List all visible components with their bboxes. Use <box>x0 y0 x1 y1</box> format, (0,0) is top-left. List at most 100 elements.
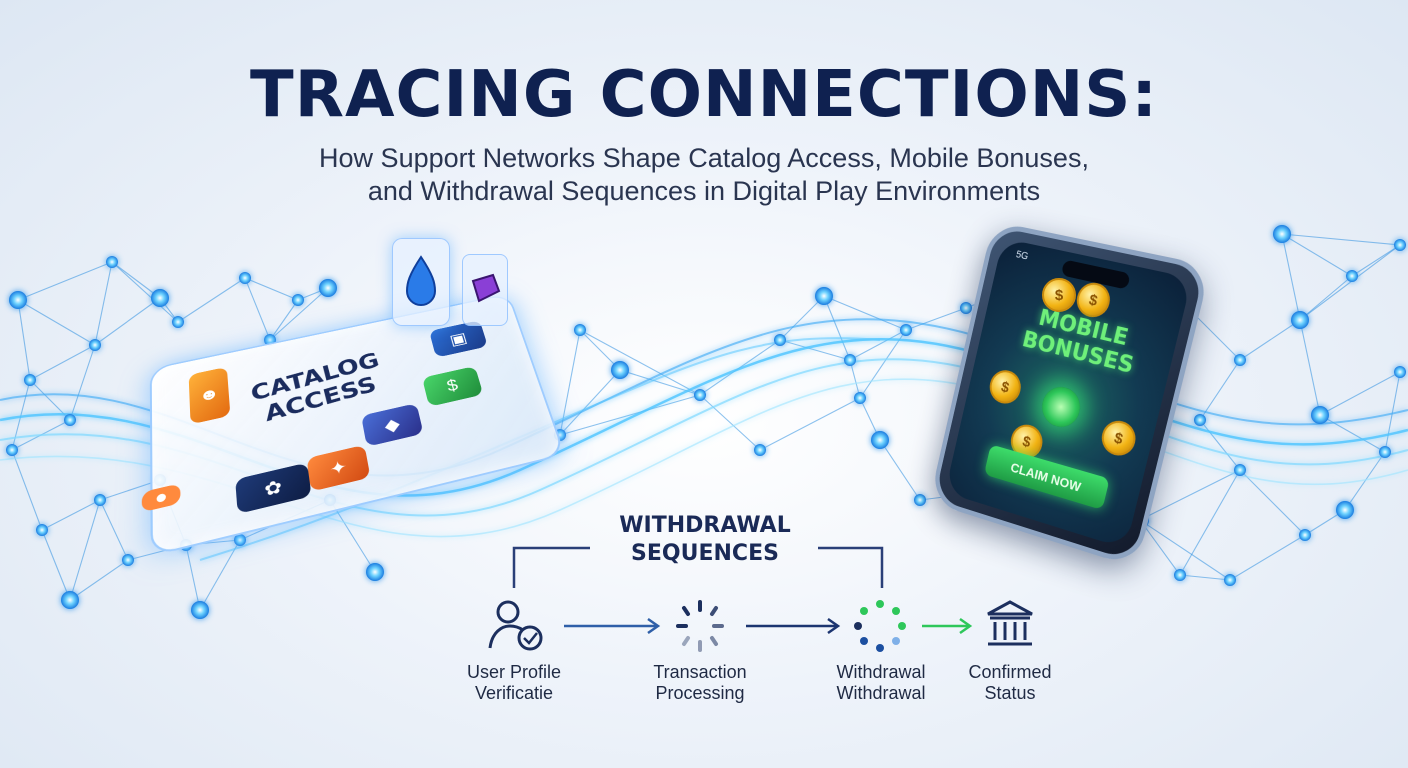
floating-card-drop-icon <box>392 238 450 326</box>
step-label-user-profile: User Profile Verificatie <box>429 662 599 704</box>
network-edge <box>269 287 329 341</box>
network-node <box>854 392 866 404</box>
network-edge <box>905 307 967 331</box>
network-node <box>611 361 629 379</box>
network-node <box>1234 464 1246 476</box>
network-node <box>960 302 972 314</box>
network-edge <box>69 344 96 421</box>
network-edge <box>823 295 851 361</box>
network-node <box>24 374 36 386</box>
network-edge <box>1179 469 1241 576</box>
network-edge <box>699 394 761 451</box>
network-edge <box>11 449 43 531</box>
network-edge <box>17 299 96 346</box>
network-node <box>6 444 18 456</box>
page-title: TRACING CONNECTIONS: <box>250 58 1158 132</box>
network-node <box>366 563 384 581</box>
network-node <box>1234 354 1246 366</box>
spinner-icon <box>676 600 724 652</box>
withdrawal-sequences-title: WITHDRAWAL SEQUENCES <box>560 512 850 568</box>
network-node <box>914 494 926 506</box>
network-edge <box>94 261 113 346</box>
network-node <box>1336 501 1354 519</box>
floating-card-cube-icon <box>462 254 508 326</box>
network-node <box>191 601 209 619</box>
flow-arrow <box>746 617 841 635</box>
network-node <box>1174 569 1186 581</box>
network-edge <box>177 277 246 323</box>
network-edge <box>1229 534 1306 581</box>
network-edge <box>849 329 907 361</box>
step-label-line: Confirmed <box>968 662 1052 682</box>
network-edge <box>1319 414 1386 453</box>
step-label-transaction: Transaction Processing <box>615 662 785 704</box>
network-node <box>61 591 79 609</box>
network-edge <box>859 329 907 399</box>
network-node <box>151 289 169 307</box>
network-node <box>94 494 106 506</box>
network-node <box>815 287 833 305</box>
bank-icon <box>987 600 1033 646</box>
floating-coin-icon: $ <box>1042 278 1076 312</box>
network-edge <box>99 499 129 561</box>
network-edge <box>1299 275 1353 321</box>
network-node <box>1379 446 1391 458</box>
network-edge <box>579 329 701 396</box>
network-edge <box>69 559 129 601</box>
network-node <box>319 279 337 297</box>
network-edge <box>244 277 299 301</box>
network-edge <box>1281 233 1353 277</box>
network-node <box>9 291 27 309</box>
network-edge <box>1281 233 1401 246</box>
network-node <box>292 294 304 306</box>
network-node <box>1394 239 1406 251</box>
network-node <box>1299 529 1311 541</box>
flow-arrow <box>564 617 661 635</box>
network-edge <box>199 539 241 611</box>
network-edge <box>779 295 825 341</box>
network-node <box>234 534 246 546</box>
network-edge <box>849 359 861 399</box>
withdrawal-title-line: WITHDRAWAL <box>619 513 791 538</box>
network-node <box>1311 406 1329 424</box>
step-label-line: Verificatie <box>474 683 554 703</box>
network-edge <box>1139 519 1231 581</box>
withdrawal-title-line: SEQUENCES <box>631 541 779 566</box>
step-label-line: Transaction <box>653 662 747 682</box>
network-node <box>172 316 184 328</box>
network-node <box>239 272 251 284</box>
step-label-confirmed: Confirmed Status <box>925 662 1095 704</box>
network-edge <box>1299 244 1401 321</box>
network-edge <box>244 277 271 341</box>
network-edge <box>29 344 96 381</box>
network-edge <box>823 295 907 331</box>
network-node <box>774 334 786 346</box>
step-label-line: Status <box>984 683 1036 703</box>
network-edge <box>779 339 851 361</box>
network-edge <box>1139 519 1181 576</box>
network-node <box>1394 366 1406 378</box>
network-edge <box>579 329 621 371</box>
network-edge <box>41 499 101 531</box>
network-node <box>1346 270 1358 282</box>
network-node <box>754 444 766 456</box>
network-edge <box>17 299 31 381</box>
network-edge <box>1239 319 1301 361</box>
network-edge <box>1239 469 1306 536</box>
subtitle-line: How Support Networks Shape Catalog Acces… <box>319 143 1089 173</box>
network-node <box>1291 311 1309 329</box>
step-label-line: Withdrawal <box>836 662 926 682</box>
flow-arrow-green <box>922 617 973 635</box>
network-edge <box>41 529 71 601</box>
network-node <box>694 389 706 401</box>
network-edge <box>1344 451 1386 511</box>
subtitle-line: and Withdrawal Sequences in Digital Play… <box>367 176 1041 206</box>
network-node <box>89 339 101 351</box>
page-subtitle: How Support Networks Shape Catalog Acces… <box>0 142 1408 208</box>
network-node <box>1224 574 1236 586</box>
step-label-line: Withdrawal <box>836 683 926 703</box>
network-node <box>871 431 889 449</box>
step-label-withdrawal: Withdrawal Withdrawal <box>796 662 966 704</box>
network-edge <box>1179 574 1231 581</box>
